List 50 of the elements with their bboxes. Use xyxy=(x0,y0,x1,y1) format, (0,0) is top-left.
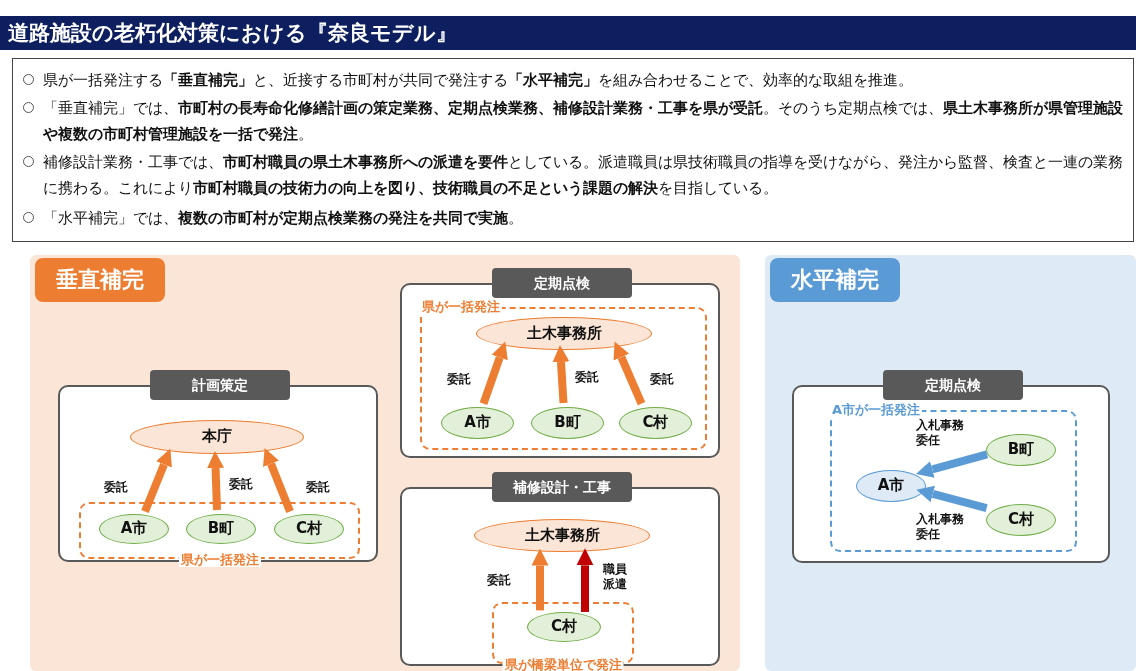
edge-label: 委託 xyxy=(306,480,331,495)
organization-ellipse: A市 xyxy=(856,470,926,502)
heading-tab: 定期点検 xyxy=(883,370,1023,400)
bullet-text: 補修設計業務・工事では、市町村職員の県土木事務所への派遣を要件としている。派遣職員は県技術職員の指導を受けながら、発注から監督、検査と一連の業務に携わる。これにより市町村職員の技術力の向上を図り、技術職員の不足という課題の解決を目指している。 xyxy=(43,152,1124,199)
organization-ellipse: C村 xyxy=(619,407,692,439)
organization-ellipse: C村 xyxy=(986,504,1056,536)
arrow xyxy=(141,448,172,513)
organization-ellipse: B町 xyxy=(186,514,256,544)
group-label: 県が一括発注 xyxy=(420,299,502,314)
edge-label: 職員派遣 xyxy=(603,562,628,592)
arrow xyxy=(263,448,294,513)
organization-ellipse: A市 xyxy=(99,514,169,544)
heading-tab: 補修設計・工事 xyxy=(492,472,632,502)
arrow xyxy=(531,548,549,611)
edge-label: 委託 xyxy=(447,372,472,387)
edge-label: 入札事務委任 xyxy=(916,418,965,448)
group-label: A市が一括発注 xyxy=(830,402,923,417)
edge-label: 委託 xyxy=(575,370,600,385)
organization-ellipse: C村 xyxy=(274,514,344,544)
heading-tab: 定期点検 xyxy=(492,268,632,298)
organization-ellipse: 土木事務所 xyxy=(476,317,652,350)
group-label: 県が橋梁単位で発注 xyxy=(502,657,624,671)
arrow xyxy=(207,451,225,511)
arrow xyxy=(576,548,594,612)
arrow xyxy=(916,485,988,512)
organization-ellipse: A市 xyxy=(441,407,514,439)
organization-ellipse: 土木事務所 xyxy=(474,519,650,552)
organization-ellipse: B町 xyxy=(531,407,604,439)
arrow xyxy=(613,341,646,406)
arrow xyxy=(552,345,570,404)
section-panel xyxy=(765,255,1136,671)
edge-label: 委託 xyxy=(487,573,512,588)
group-label: 県が一括発注 xyxy=(178,552,261,567)
bullet-text: 県が一括発注する「垂直補完」と、近接する市町村が共同で発注する「水平補完」を組み合わせることで、効率的な取組を推進。 xyxy=(43,70,914,91)
organization-ellipse: C村 xyxy=(527,612,601,642)
bullet-text: 「垂直補完」では、市町村の長寿命化修繕計画の策定業務、定期点検業務、補修設計業務・工事を県が受託。そのうち定期点検では、県土木事務所が県管理施設や複数の市町村管理施設を一括で発注。 xyxy=(43,98,1124,145)
arrow xyxy=(479,341,508,405)
heading-tab: 水平補完 xyxy=(770,258,900,302)
edge-label: 委託 xyxy=(229,477,254,492)
edge-label: 委託 xyxy=(650,372,675,387)
organization-ellipse: B町 xyxy=(986,434,1056,466)
bullet-text: 「水平補完」では、複数の市町村が定期点検業務の発注を共同で実施。 xyxy=(43,208,524,229)
heading-tab: 計画策定 xyxy=(150,370,290,400)
edge-label: 委託 xyxy=(104,480,129,495)
organization-ellipse: 本庁 xyxy=(130,420,304,454)
arrow xyxy=(915,450,989,478)
edge-label: 入札事務委任 xyxy=(916,512,965,542)
title-bar: 道路施設の老朽化対策における『奈良モデル』 xyxy=(0,16,1136,50)
heading-tab: 垂直補完 xyxy=(35,258,165,302)
section-panel xyxy=(30,255,740,671)
